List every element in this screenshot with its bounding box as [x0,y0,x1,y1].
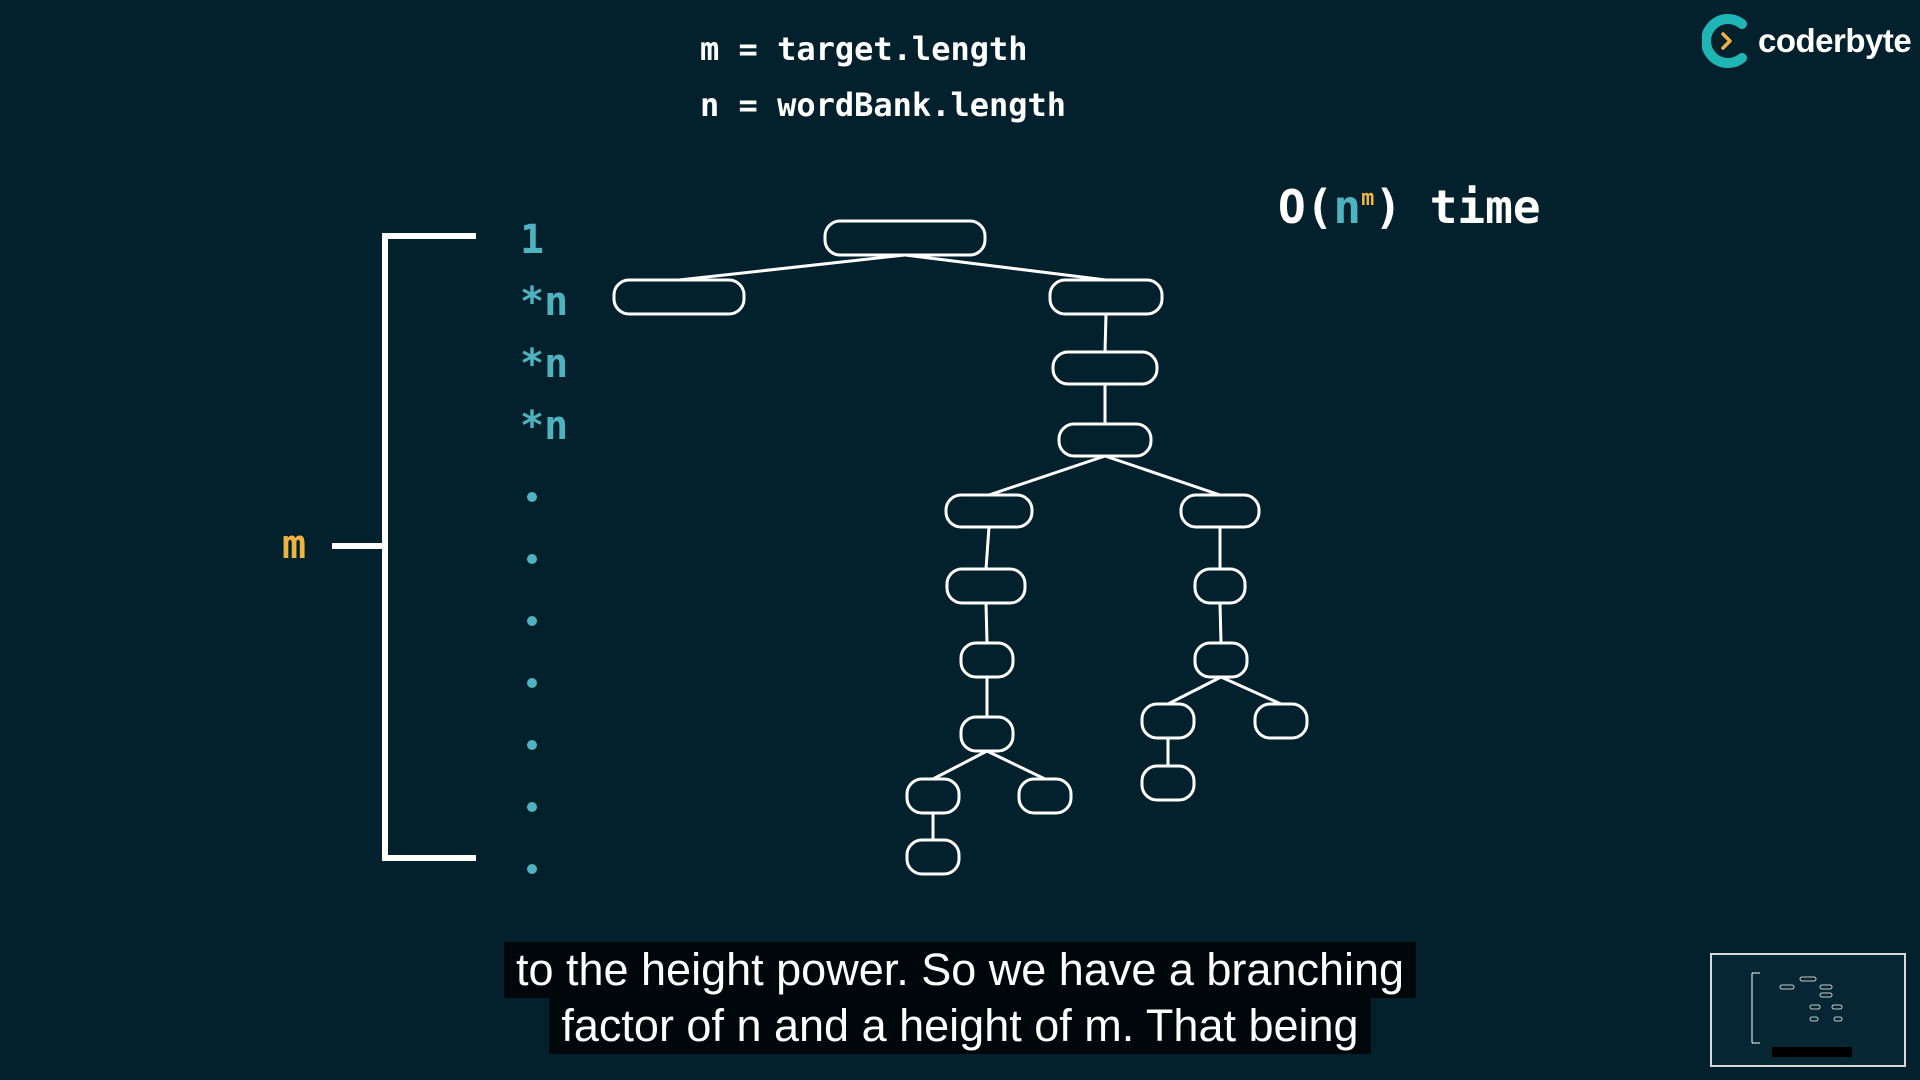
tree-edge [986,749,1046,781]
tree-edge [984,602,989,644]
tree-node [1193,567,1247,605]
complexity-base: n [1333,180,1362,234]
tree-node [1253,702,1309,740]
thumbnail-image [1712,955,1904,1065]
tree-edge [904,253,1107,282]
tree-node [945,567,1027,605]
video-thumbnail-preview[interactable] [1710,953,1906,1067]
tree-edge [1104,454,1221,497]
level-label-row: *n [520,403,569,449]
tree-node [1057,422,1153,458]
ellipsis-dot [527,554,537,564]
tree-edge [1218,602,1223,644]
tree-edge [1167,675,1222,706]
tree-edge [988,454,1106,497]
level-label-row: *n [520,279,569,325]
tree-node [1051,350,1159,386]
coderbyte-logo-icon [1702,14,1747,68]
time-complexity: O(nm) time [1278,180,1541,234]
tree-node [1048,278,1164,316]
tree-edge [1220,675,1282,706]
height-m-label: m [282,522,307,568]
ellipsis-dot [527,678,537,688]
tree-node [905,777,961,815]
tree-node [959,715,1015,753]
complexity-exponent: m [1361,186,1375,211]
tree-node [823,219,987,257]
tree-node [959,641,1015,679]
tree-node [1140,764,1196,802]
tree-node [612,278,746,316]
ellipsis-dot [527,492,537,502]
tree-node [905,838,961,876]
definition-m: m = target.length [700,30,1028,68]
ellipsis-dot [527,864,537,874]
level-label-row: *n [520,341,569,387]
ellipsis-dot [527,802,537,812]
tree-edge [678,253,906,282]
subtitle-line-2: factor of n and a height of m. That bein… [549,998,1371,1054]
logo-wordmark: coderbyte [1758,22,1912,59]
tree-edge [984,526,991,570]
tree-node [1140,702,1196,740]
tree-edge [932,749,988,781]
ellipsis-dot [527,740,537,750]
tree-node [944,493,1034,529]
tree-node [1017,777,1073,815]
level-label-first: 1 [520,217,545,263]
subtitle-line-1: to the height power. So we have a branch… [503,942,1417,998]
ellipsis-dot [527,616,537,626]
tree-edge [1103,313,1108,353]
definition-n: n = wordBank.length [700,86,1067,124]
complexity-open: O( [1278,180,1334,234]
tree-node [1179,493,1261,529]
tree-node [1193,641,1249,679]
coderbyte-logo: coderbyte [1702,14,1912,68]
complexity-close: ) time [1374,180,1541,234]
subtitles: to the height power. So we have a branch… [0,942,1920,1054]
